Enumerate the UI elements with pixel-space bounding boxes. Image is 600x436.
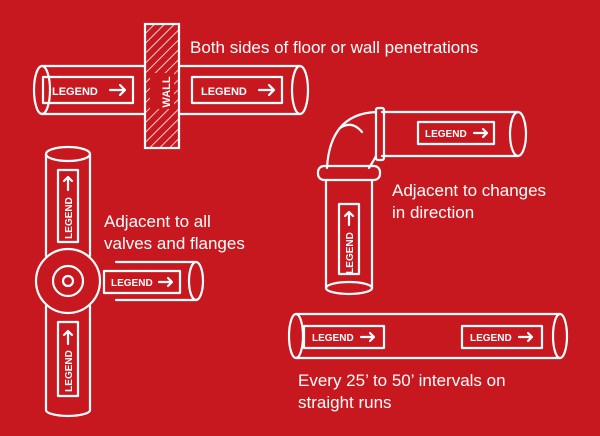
wall-penetration-pipe: WALL LEGEND LEGEND [32,22,310,150]
arrow-right-icon [108,83,127,97]
elbow-bend [325,110,378,170]
valve-pipe-right-end [187,260,205,302]
arrow-right-icon [472,127,489,139]
svg-text:LEGEND: LEGEND [470,333,512,344]
wall-legend-left: LEGEND [41,75,135,105]
svg-text:LEGEND: LEGEND [201,86,247,98]
caption-straight-runs: Every 25’ to 50’ intervals on straight r… [298,371,506,412]
svg-text:LEGEND: LEGEND [52,86,98,98]
arrow-right-icon [257,83,276,97]
valve-legend-bottom: LEGEND [56,320,80,398]
arrow-right-icon [359,331,376,343]
svg-text:LEGEND: LEGEND [111,278,153,289]
elbow-pipe-bottom-end [324,280,374,296]
elbow-pipe: LEGEND LEGEND [316,106,528,296]
wall-pipe-right-end [290,64,310,116]
straight-legend-left: LEGEND [302,324,386,350]
valve-cross-pipe: LEGEND LEGEND LEGEND [34,145,205,418]
svg-text:LEGEND: LEGEND [345,232,356,274]
svg-text:LEGEND: LEGEND [64,197,75,239]
wall-pipe-left-end [32,64,52,116]
valve-pipe-bottom-end [44,408,92,418]
wall-label: WALL [161,76,173,107]
arrow-right-icon [157,276,174,288]
elbow-vertical-pipe [324,178,374,290]
straight-legend-right: LEGEND [460,324,544,350]
elbow-legend-vertical: LEGEND [337,202,361,276]
valve-pipe-top-end [44,145,92,163]
straight-pipe-right-end [551,312,569,360]
arrow-up-icon [62,175,74,192]
arrow-right-icon [517,331,534,343]
caption-changes-in-direction: Adjacent to changes in direction [392,181,547,222]
svg-text:LEGEND: LEGEND [425,129,467,140]
wall-legend-right: LEGEND [190,75,284,105]
straight-run-pipe: LEGEND LEGEND [287,312,569,360]
valve-wheel-outer [51,264,85,298]
elbow-legend-horizontal: LEGEND [416,120,496,146]
elbow-collar [316,164,382,182]
valve-body [34,247,102,315]
elbow-flange-horizontal [374,106,386,162]
svg-text:LEGEND: LEGEND [312,333,354,344]
elbow-horizontal-pipe [380,110,520,158]
valve-legend-right: LEGEND [102,269,182,295]
elbow-pipe-right-end [508,110,528,158]
svg-text:LEGEND: LEGEND [64,350,75,392]
caption-valves-and-flanges: Adjacent to all valves and flanges [104,212,245,253]
valve-legend-top: LEGEND [56,168,80,244]
caption-wall-penetrations: Both sides of floor or wall penetrations [190,38,479,57]
arrow-up-icon [343,210,355,227]
valve-wheel-inner [61,274,75,288]
arrow-up-icon [62,329,74,346]
straight-pipe-left-end [287,312,305,360]
